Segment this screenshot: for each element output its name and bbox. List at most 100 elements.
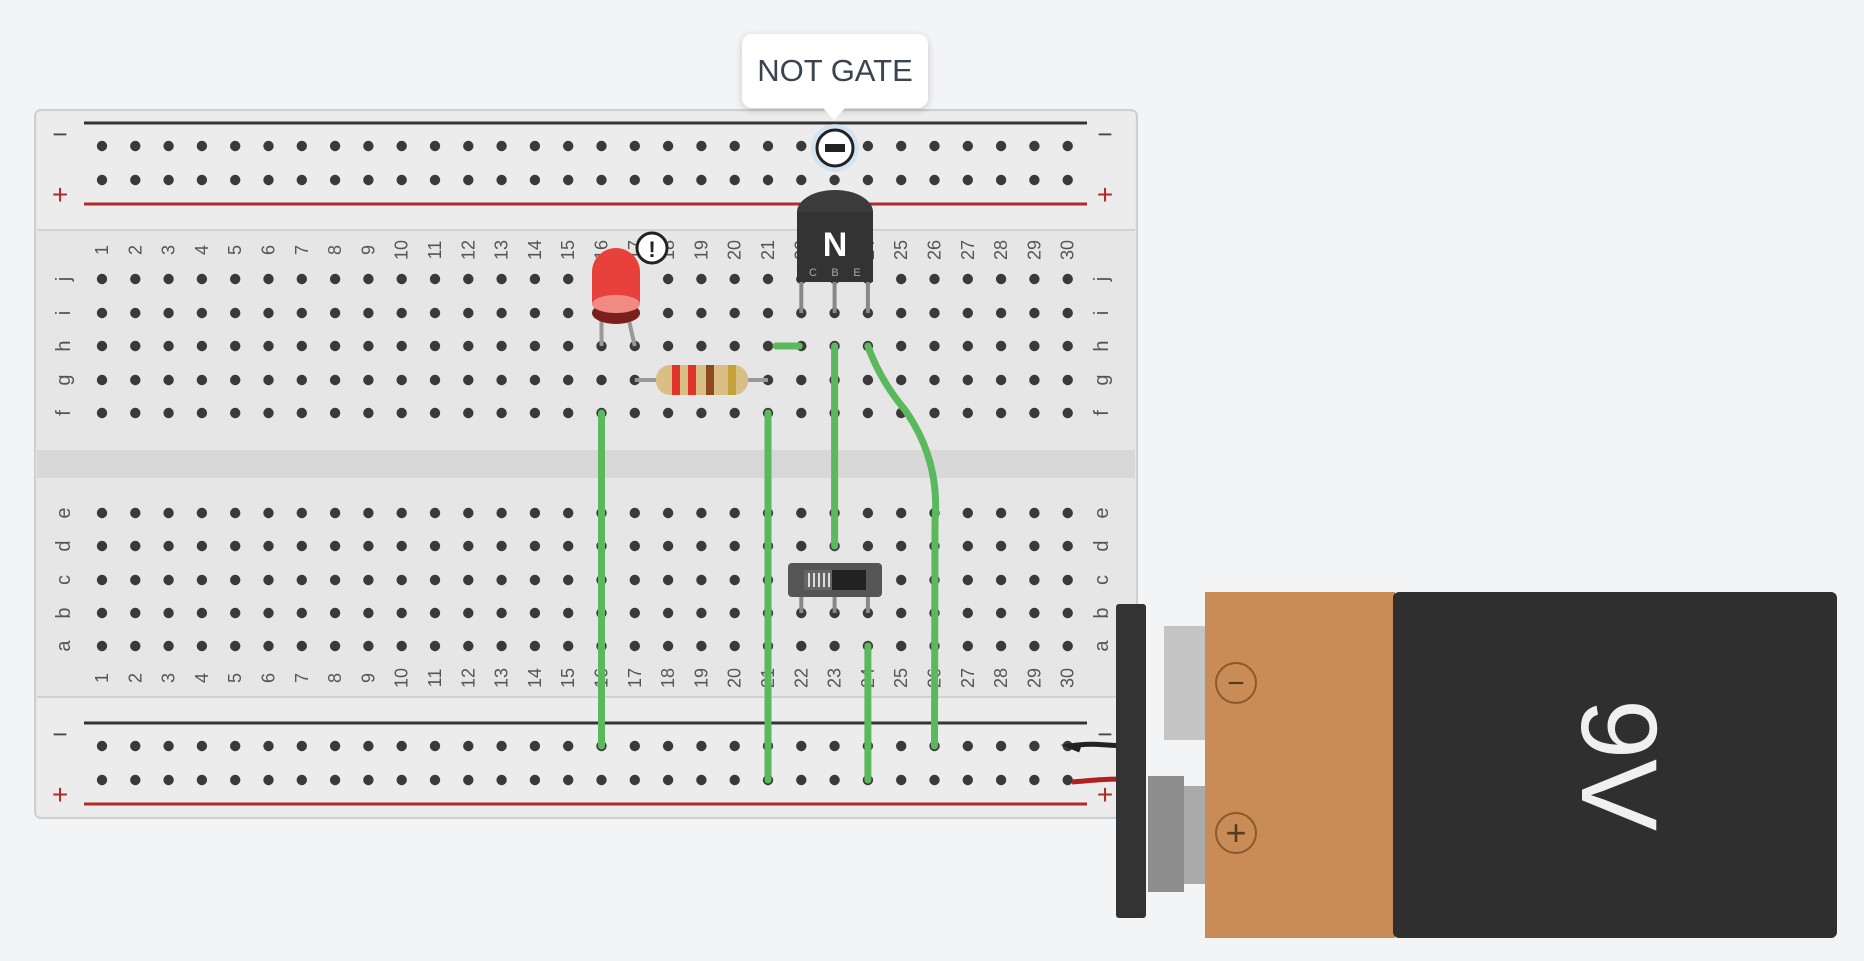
breadboard-hole[interactable]	[263, 740, 274, 752]
breadboard-hole[interactable]	[1029, 374, 1040, 386]
breadboard-hole[interactable]	[196, 374, 208, 386]
slide-switch[interactable]	[788, 563, 882, 613]
breadboard-hole[interactable]	[263, 307, 274, 319]
breadboard-hole[interactable]	[396, 740, 407, 752]
breadboard-hole[interactable]	[329, 607, 341, 619]
breadboard-hole[interactable]	[429, 507, 441, 519]
breadboard-hole[interactable]	[496, 774, 507, 786]
breadboard-hole[interactable]	[662, 307, 674, 319]
breadboard-hole[interactable]	[563, 273, 574, 285]
breadboard-hole[interactable]	[163, 140, 174, 152]
breadboard-hole[interactable]	[463, 374, 474, 386]
breadboard-hole[interactable]	[230, 740, 241, 752]
breadboard-hole[interactable]	[629, 540, 640, 552]
breadboard-hole[interactable]	[363, 574, 374, 586]
breadboard-hole[interactable]	[296, 273, 307, 285]
breadboard-hole[interactable]	[363, 540, 374, 552]
breadboard-hole[interactable]	[163, 540, 174, 552]
breadboard-hole[interactable]	[696, 540, 707, 552]
breadboard-hole[interactable]	[1029, 407, 1040, 419]
breadboard-hole[interactable]	[163, 774, 174, 786]
breadboard-hole[interactable]	[696, 307, 707, 319]
breadboard-hole[interactable]	[629, 774, 640, 786]
breadboard-hole[interactable]	[96, 540, 108, 552]
breadboard-hole[interactable]	[1029, 640, 1040, 652]
breadboard-hole[interactable]	[96, 140, 108, 152]
breadboard-hole[interactable]	[363, 607, 374, 619]
breadboard-hole[interactable]	[696, 574, 707, 586]
breadboard-hole[interactable]	[563, 607, 574, 619]
breadboard-hole[interactable]	[163, 407, 174, 419]
breadboard-hole[interactable]	[463, 140, 474, 152]
breadboard-hole[interactable]	[662, 174, 674, 186]
resistor[interactable]	[634, 365, 768, 395]
breadboard-hole[interactable]	[962, 507, 973, 519]
breadboard-hole[interactable]	[696, 740, 707, 752]
breadboard-hole[interactable]	[396, 540, 407, 552]
breadboard-hole[interactable]	[995, 507, 1007, 519]
breadboard-hole[interactable]	[962, 374, 973, 386]
breadboard-hole[interactable]	[130, 607, 141, 619]
breadboard-hole[interactable]	[995, 307, 1007, 319]
breadboard-hole[interactable]	[463, 574, 474, 586]
breadboard-hole[interactable]	[762, 340, 774, 352]
breadboard-hole[interactable]	[429, 140, 441, 152]
breadboard-hole[interactable]	[896, 607, 907, 619]
breadboard-hole[interactable]	[862, 540, 874, 552]
breadboard-hole[interactable]	[1062, 607, 1073, 619]
breadboard-hole[interactable]	[230, 574, 241, 586]
breadboard-hole[interactable]	[96, 507, 108, 519]
breadboard-hole[interactable]	[296, 174, 307, 186]
breadboard-hole[interactable]	[463, 740, 474, 752]
breadboard-hole[interactable]	[163, 340, 174, 352]
breadboard-hole[interactable]	[629, 140, 640, 152]
breadboard-hole[interactable]	[796, 507, 807, 519]
breadboard-hole[interactable]	[995, 140, 1007, 152]
breadboard-hole[interactable]	[496, 307, 507, 319]
breadboard-hole[interactable]	[563, 540, 574, 552]
breadboard-hole[interactable]	[230, 540, 241, 552]
breadboard-hole[interactable]	[130, 540, 141, 552]
breadboard-hole[interactable]	[96, 273, 108, 285]
breadboard-hole[interactable]	[329, 740, 341, 752]
breadboard-hole[interactable]	[196, 174, 208, 186]
breadboard-hole[interactable]	[163, 307, 174, 319]
breadboard-hole[interactable]	[230, 273, 241, 285]
breadboard-hole[interactable]	[263, 540, 274, 552]
breadboard-hole[interactable]	[796, 140, 807, 152]
breadboard-hole[interactable]	[629, 740, 640, 752]
breadboard-hole[interactable]	[729, 640, 740, 652]
breadboard-hole[interactable]	[662, 774, 674, 786]
breadboard-hole[interactable]	[529, 740, 541, 752]
breadboard-hole[interactable]	[429, 740, 441, 752]
led[interactable]	[592, 248, 640, 347]
breadboard-hole[interactable]	[363, 507, 374, 519]
breadboard-hole[interactable]	[263, 507, 274, 519]
breadboard-hole[interactable]	[263, 407, 274, 419]
breadboard-hole[interactable]	[1029, 340, 1040, 352]
breadboard-hole[interactable]	[296, 607, 307, 619]
breadboard-hole[interactable]	[163, 273, 174, 285]
breadboard-hole[interactable]	[196, 307, 208, 319]
breadboard-hole[interactable]	[829, 774, 840, 786]
breadboard-hole[interactable]	[1062, 640, 1073, 652]
breadboard-hole[interactable]	[130, 374, 141, 386]
breadboard-hole[interactable]	[729, 407, 740, 419]
breadboard-hole[interactable]	[296, 407, 307, 419]
breadboard-hole[interactable]	[429, 574, 441, 586]
breadboard-hole[interactable]	[329, 374, 341, 386]
breadboard-hole[interactable]	[396, 140, 407, 152]
breadboard-hole[interactable]	[896, 540, 907, 552]
breadboard-hole[interactable]	[163, 607, 174, 619]
breadboard-hole[interactable]	[896, 374, 907, 386]
breadboard-hole[interactable]	[230, 607, 241, 619]
breadboard-hole[interactable]	[696, 273, 707, 285]
breadboard-hole[interactable]	[962, 273, 973, 285]
breadboard-hole[interactable]	[230, 140, 241, 152]
breadboard-hole[interactable]	[1029, 174, 1040, 186]
breadboard-hole[interactable]	[662, 640, 674, 652]
breadboard-hole[interactable]	[496, 407, 507, 419]
breadboard-hole[interactable]	[696, 140, 707, 152]
breadboard-hole[interactable]	[496, 140, 507, 152]
